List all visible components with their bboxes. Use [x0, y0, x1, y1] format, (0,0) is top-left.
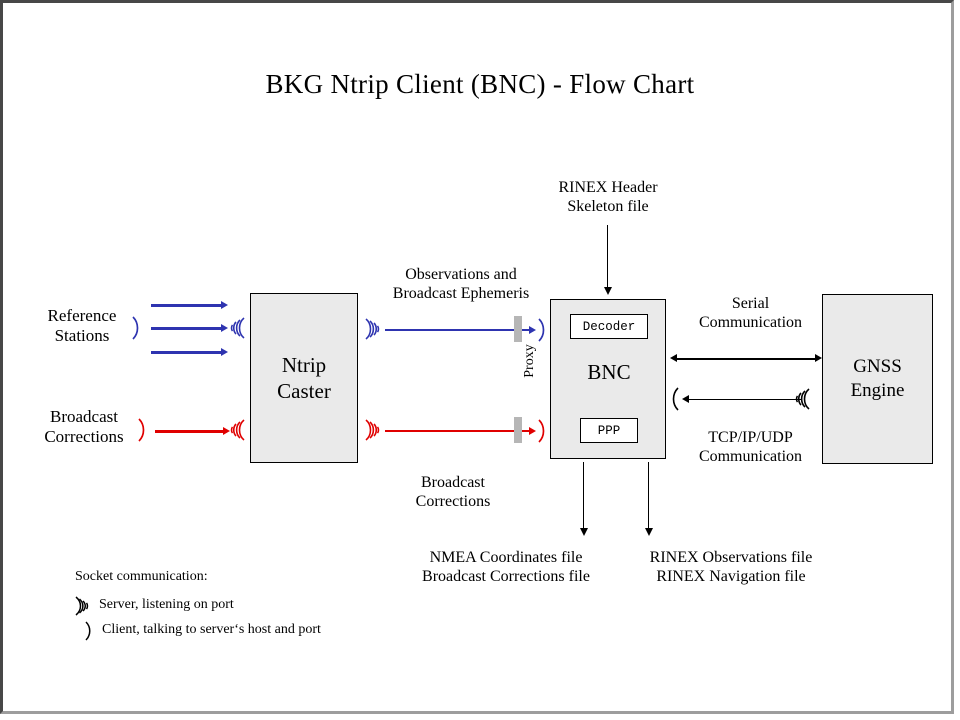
legend-server-icon: [73, 595, 91, 617]
socket-client-paren-icon-2: [136, 417, 148, 443]
reference-stations-label: Reference Stations: [47, 306, 117, 346]
legend-server-text: Server, listening on port: [99, 597, 234, 612]
proxy-bar-top: [514, 316, 522, 342]
output-files-left-label: NMEA Coordinates file Broadcast Correcti…: [422, 549, 590, 586]
output-files-right-label: RINEX Observations file RINEX Navigation…: [649, 549, 813, 586]
socket-client-paren-icon-3: [536, 317, 548, 343]
socket-server-wave-icon-5: [794, 386, 812, 412]
gnss-engine-node[interactable]: GNSS Engine: [822, 294, 933, 464]
observations-ephemeris-label: Observations and Broadcast Ephemeris: [392, 266, 530, 303]
ntrip-caster-label-1: Ntrip: [281, 352, 327, 377]
broadcast-corrections-source-label: Broadcast Corrections: [44, 407, 124, 447]
serial-communication-label: Serial Communication: [698, 295, 803, 332]
bnc-node[interactable]: Decoder BNC PPP: [550, 299, 666, 459]
socket-client-paren-icon-5: [669, 386, 681, 412]
gnss-engine-label-1: GNSS: [853, 356, 902, 378]
socket-client-paren-icon: [130, 315, 142, 341]
gnss-engine-label-2: Engine: [850, 380, 905, 401]
socket-server-wave-icon: [229, 315, 247, 341]
page-title: BKG Ntrip Client (BNC) - Flow Chart: [265, 69, 695, 99]
legend-title: Socket communication:: [75, 569, 208, 584]
broadcast-corrections-edge-label: Broadcast Corrections: [415, 474, 491, 511]
proxy-label: Proxy: [522, 344, 537, 378]
ppp-subbox[interactable]: PPP: [580, 418, 638, 443]
proxy-bar-bottom: [514, 417, 522, 443]
socket-client-paren-icon-4: [536, 418, 548, 444]
tcpip-communication-label: TCP/IP/UDP Communication: [698, 429, 803, 466]
legend-client-text: Client, talking to server‘s host and por…: [102, 622, 321, 637]
socket-server-wave-icon-4: [363, 417, 381, 443]
ntrip-caster-node[interactable]: Ntrip Caster: [250, 293, 358, 463]
socket-server-wave-icon-2: [229, 417, 247, 443]
bnc-label: BNC: [587, 360, 631, 384]
decoder-subbox[interactable]: Decoder: [570, 314, 648, 339]
socket-server-wave-icon-3: [363, 316, 381, 342]
ntrip-caster-label-2: Caster: [277, 379, 331, 403]
rinex-header-skeleton-label: RINEX Header Skeleton file: [558, 179, 658, 216]
legend-client-icon: [83, 620, 95, 642]
